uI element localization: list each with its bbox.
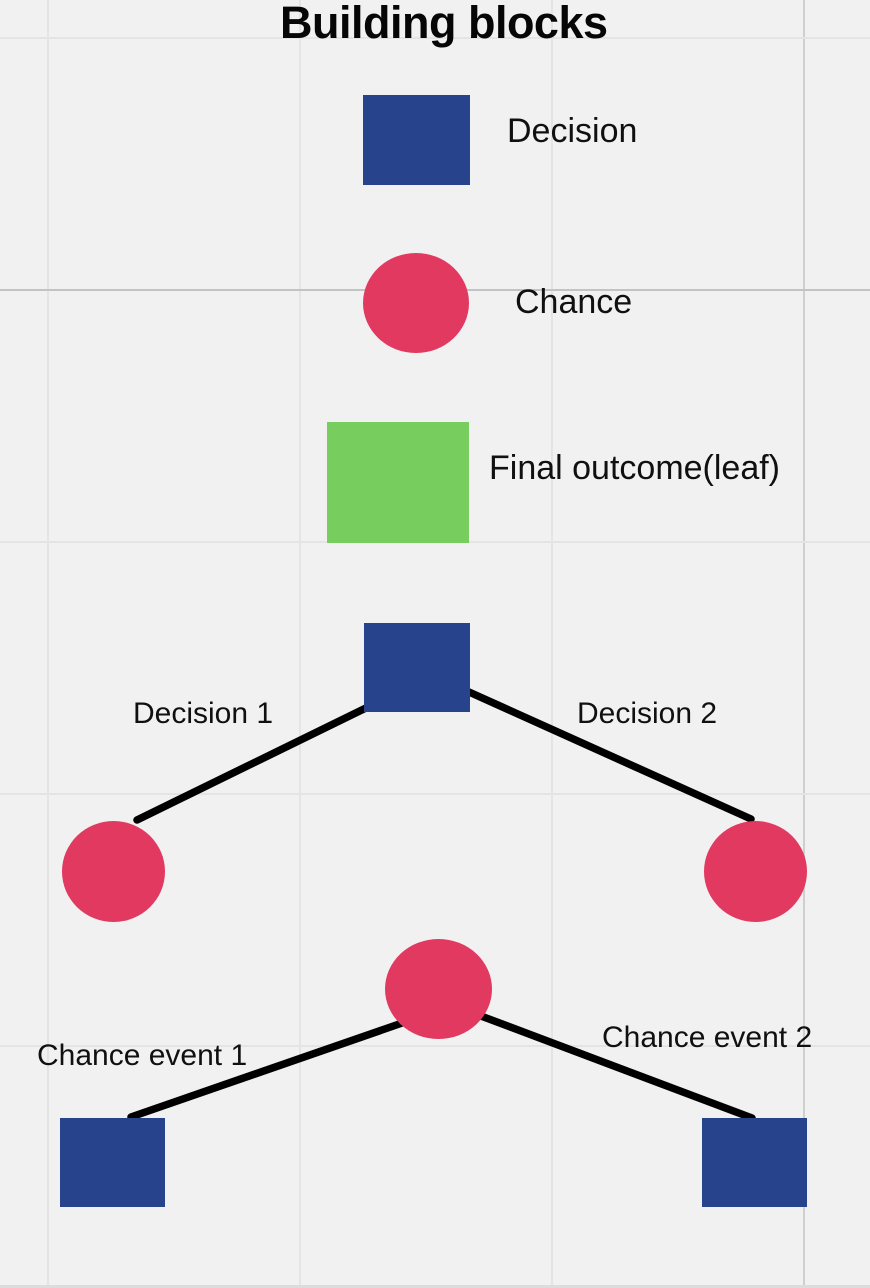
edge-decision-1[interactable] — [133, 701, 376, 824]
grid-line — [299, 0, 301, 1288]
edge-decision-2[interactable] — [465, 688, 755, 823]
legend-chance-circle[interactable] — [363, 253, 469, 353]
legend-outcome-label: Final outcome(leaf) — [489, 449, 781, 487]
edge-chance-event-1[interactable] — [127, 1018, 409, 1121]
grid-line — [0, 1285, 870, 1288]
grid-line — [0, 793, 870, 795]
chance-right-decision-square[interactable] — [702, 1118, 807, 1207]
grid-line — [551, 0, 553, 1288]
grid-line — [47, 0, 49, 1288]
grid-line — [0, 37, 870, 39]
decision-root-square[interactable] — [364, 623, 470, 712]
grid-line — [803, 0, 805, 1288]
decision-right-chance-circle[interactable] — [704, 821, 807, 922]
edge-chance-event-2-label: Chance event 2 — [602, 1021, 813, 1054]
edge-chance-event-2[interactable] — [469, 1009, 756, 1122]
edge-chance-event-1-label: Chance event 1 — [37, 1039, 248, 1072]
decision-left-chance-circle[interactable] — [62, 821, 165, 922]
page-title: Building blocks — [280, 0, 608, 48]
grid-line — [0, 1045, 870, 1047]
edge-decision-1-label: Decision 1 — [133, 697, 274, 730]
chance-root-circle[interactable] — [385, 939, 492, 1039]
edge-decision-2-label: Decision 2 — [577, 697, 718, 730]
chance-left-decision-square[interactable] — [60, 1118, 165, 1207]
legend-decision-square[interactable] — [363, 95, 470, 185]
legend-decision-label: Decision — [507, 112, 638, 150]
legend-outcome-square[interactable] — [327, 422, 469, 543]
legend-chance-label: Chance — [515, 283, 633, 321]
